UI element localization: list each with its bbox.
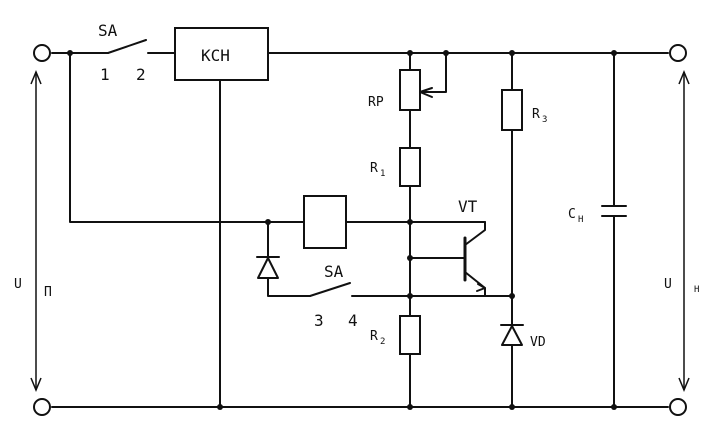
transistor-vt: VT xyxy=(458,197,486,292)
junction xyxy=(611,50,617,56)
rp-label: RP xyxy=(368,95,384,110)
kcn-box xyxy=(174,27,269,81)
output-terminal-bottom xyxy=(669,398,687,416)
switch-sa-bottom: SA 3 4 xyxy=(309,262,358,330)
resistor-r2: R 2 xyxy=(370,315,421,355)
u-out-subscript: H xyxy=(694,285,699,295)
u-out-label: U xyxy=(664,277,672,292)
r1-label: R xyxy=(370,161,378,176)
wires xyxy=(51,52,669,408)
diode-left xyxy=(256,256,280,279)
r3-label: R xyxy=(532,107,540,122)
junction xyxy=(217,404,223,410)
transistor-label: VT xyxy=(458,197,478,216)
output-terminal-top xyxy=(669,44,687,62)
rp-wiper-arrow xyxy=(419,87,433,98)
input-terminal-top xyxy=(33,44,51,62)
wire-diode-to-switch xyxy=(267,277,311,297)
input-terminal-bottom xyxy=(33,398,51,416)
potentiometer-rp: RP xyxy=(368,69,433,111)
junction xyxy=(509,50,515,56)
switch-bottom-blade xyxy=(309,282,351,297)
r2-subscript: 2 xyxy=(380,337,385,347)
r3-body xyxy=(501,89,523,131)
rp-body xyxy=(399,69,421,111)
r1-subscript: 1 xyxy=(380,169,385,179)
junction xyxy=(265,219,271,225)
u-in-subscript: П xyxy=(44,285,52,300)
relay-coil-body xyxy=(303,195,347,249)
pin-1-label: 1 xyxy=(100,65,110,84)
r2-label: R xyxy=(370,329,378,344)
vd-triangle xyxy=(501,325,523,346)
capacitor-cn: C H xyxy=(568,205,627,225)
switch-bottom-label: SA xyxy=(324,262,344,281)
junction xyxy=(407,404,413,410)
u-in-arrowhead-bottom xyxy=(30,377,42,392)
junction xyxy=(443,50,449,56)
junction xyxy=(509,293,515,299)
diode-left-triangle xyxy=(257,257,279,279)
switch-sa-top: SA 1 2 xyxy=(98,21,147,84)
wire-collector xyxy=(464,221,486,246)
u-in-arrowhead-top xyxy=(30,70,42,85)
wire-left-to-relay xyxy=(69,52,305,223)
u-out-arrowhead-top xyxy=(678,70,690,85)
switch-blade xyxy=(107,39,147,54)
pin-2-label: 2 xyxy=(136,65,146,84)
junction xyxy=(407,255,413,261)
wire-emitter xyxy=(464,271,513,297)
cap-label: C xyxy=(568,207,576,222)
junction xyxy=(407,219,413,225)
resistor-r1: R 1 xyxy=(370,147,421,187)
u-in-label: U xyxy=(14,277,22,292)
relay-coil xyxy=(303,195,347,249)
input-voltage: U П xyxy=(14,70,52,392)
wire-rp-wiper xyxy=(419,52,447,93)
pin-4-label: 4 xyxy=(348,311,358,330)
r2-body xyxy=(399,315,421,355)
cap-subscript: H xyxy=(578,215,583,225)
vt-emitter-arrow xyxy=(476,283,486,292)
junction xyxy=(611,404,617,410)
r3-subscript: 3 xyxy=(542,115,547,125)
u-out-arrowhead-bottom xyxy=(678,377,690,392)
junction xyxy=(407,293,413,299)
resistor-r3: R 3 xyxy=(501,89,547,131)
junction xyxy=(509,404,515,410)
kcn-block: КСН xyxy=(174,27,269,81)
r1-body xyxy=(399,147,421,187)
pin-3-label: 3 xyxy=(314,311,324,330)
junctions xyxy=(67,50,617,410)
vd-label: VD xyxy=(530,335,546,350)
kcn-label: КСН xyxy=(201,46,230,65)
junction xyxy=(407,50,413,56)
output-voltage: U H xyxy=(664,70,699,392)
switch-top-label: SA xyxy=(98,21,118,40)
zener-vd: VD xyxy=(500,324,546,350)
junction xyxy=(67,50,73,56)
